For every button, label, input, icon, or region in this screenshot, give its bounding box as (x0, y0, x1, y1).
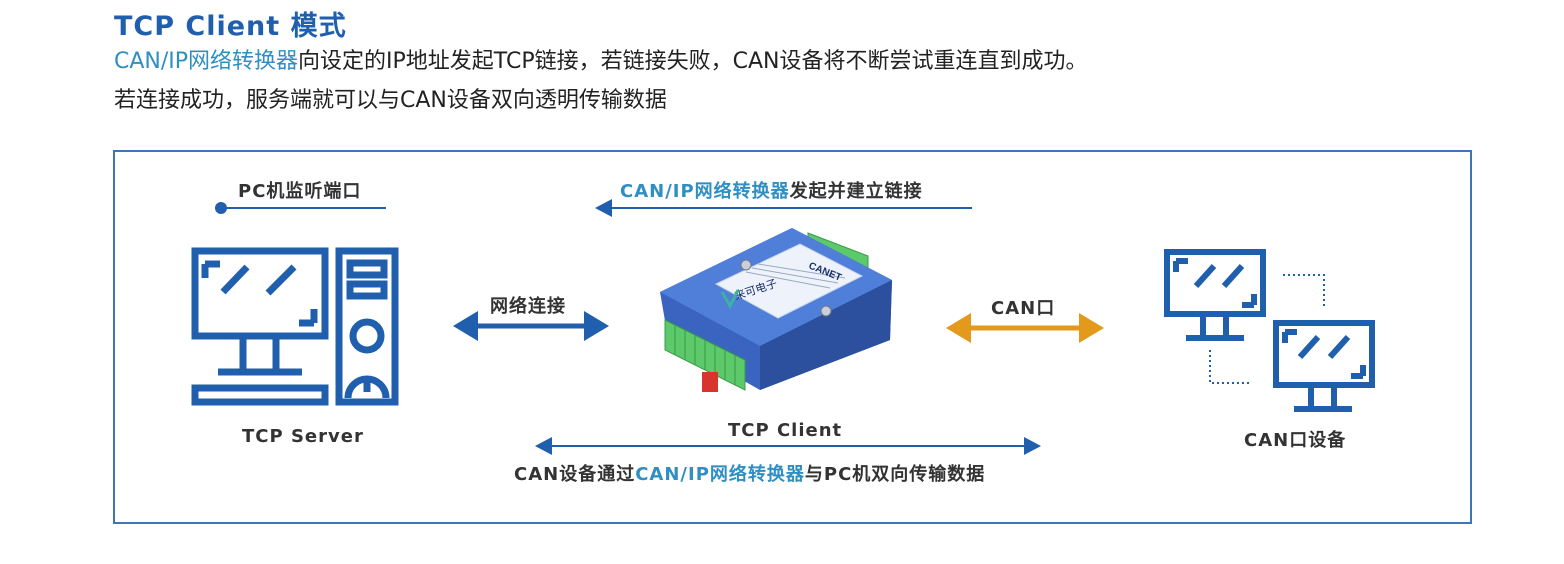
description-line-2: 若连接成功，服务端就可以与CAN设备双向透明传输数据 (114, 88, 667, 113)
description-line-1: CAN/IP网络转换器向设定的IP地址发起TCP链接，若链接失败，CAN设备将不… (114, 43, 1087, 75)
initiate-connection-arrow (595, 199, 972, 217)
can-port-arrow (946, 313, 1104, 343)
initiate-connection-label: CAN/IP网络转换器发起并建立链接 (620, 177, 923, 203)
pc-listen-port-label: PC机监听端口 (238, 181, 362, 202)
listen-port-pointer (215, 202, 386, 214)
bidirectional-data-arrow (535, 437, 1041, 455)
can-port-label: CAN口 (991, 298, 1056, 319)
network-converter-device: CANET 来可电子 (660, 228, 892, 392)
network-connection-label: 网络连接 (490, 296, 566, 317)
initiate-text: 发起并建立链接 (789, 181, 923, 202)
can-device-label: CAN口设备 (1244, 430, 1347, 451)
computer-tower-icon (191, 247, 399, 406)
network-connection-arrow (453, 311, 609, 341)
converter-name: CAN/IP网络转换器 (114, 49, 299, 74)
monitor-icon (1273, 320, 1375, 412)
converter-name: CAN/IP网络转换器 (620, 181, 790, 202)
caption-post: 与PC机双向传输数据 (804, 464, 986, 485)
tcp-server-label: TCP Server (242, 426, 364, 447)
caption-pre: CAN设备通过 (514, 464, 636, 485)
monitor-icon (1164, 249, 1266, 341)
diagram-frame (113, 150, 1472, 524)
tcp-client-label: TCP Client (728, 420, 843, 441)
device-link-dotted (1209, 274, 1325, 384)
converter-name: CAN/IP网络转换器 (635, 464, 805, 485)
page-title: TCP Client 模式 (114, 11, 347, 42)
description-text: 向设定的IP地址发起TCP链接，若链接失败，CAN设备将不断尝试重连直到成功。 (298, 49, 1088, 74)
bottom-caption: CAN设备通过CAN/IP网络转换器与PC机双向传输数据 (514, 460, 985, 486)
